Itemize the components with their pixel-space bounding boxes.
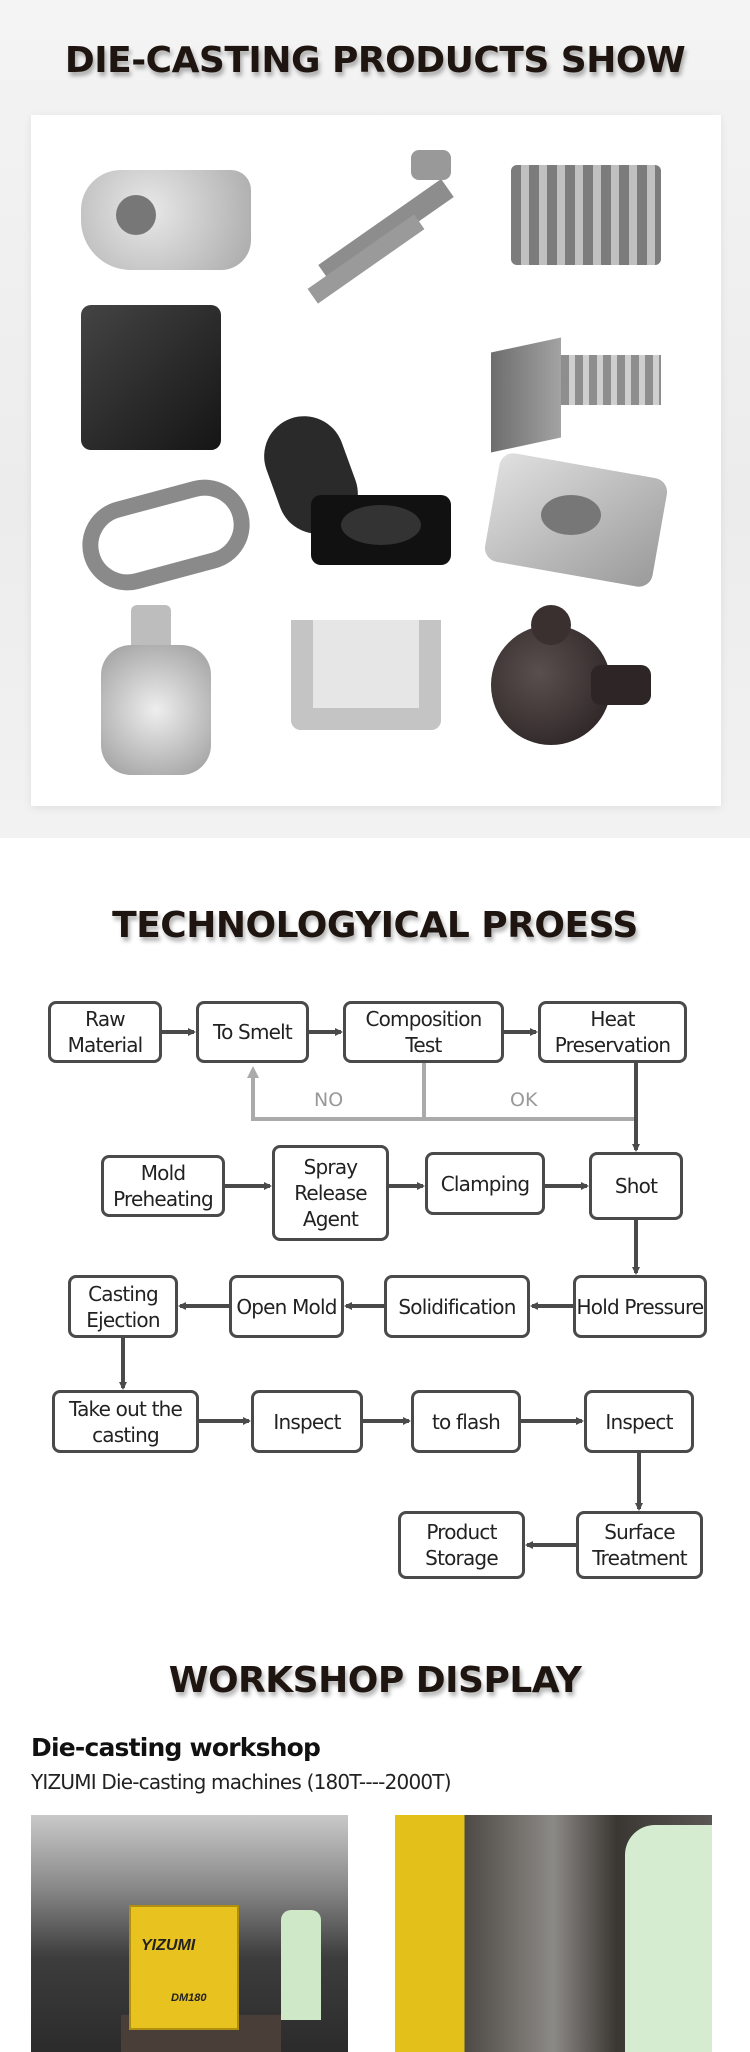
products-gallery	[31, 115, 721, 806]
product-image-black-enclosure	[61, 305, 251, 450]
product-image-engine-housing	[71, 155, 261, 295]
step-spray-release-agent: Spray Release Agent	[272, 1145, 389, 1241]
step-solidification: Solidification	[384, 1275, 530, 1338]
step-composition-test: Composition Test	[343, 1001, 504, 1063]
step-surface-treatment: Surface Treatment	[576, 1511, 703, 1579]
machine-brand-text: YIZUMI	[141, 1937, 196, 1954]
process-title: TECHNOLOGYICAL PROESS	[112, 905, 638, 946]
step-raw-material: Raw Material	[48, 1001, 162, 1063]
operator	[625, 1825, 712, 2052]
worker	[281, 1910, 321, 2020]
product-image-gearbox-housing	[481, 451, 671, 595]
workshop-title: WORKSHOP DISPLAY	[168, 1660, 582, 1701]
workshop-photo-machine: YIZUMI DM180	[31, 1815, 348, 2052]
machine-panel: YIZUMI DM180	[129, 1905, 239, 2030]
machine-model-text: DM180	[171, 1992, 207, 2004]
step-to-smelt: To Smelt	[196, 1001, 309, 1063]
step-shot: Shot	[589, 1152, 683, 1220]
product-image-pump-cover	[471, 605, 661, 745]
step-mold-preheating: Mold Preheating	[101, 1155, 225, 1217]
step-heat-preservation: Heat Preservation	[538, 1001, 687, 1063]
product-image-u-bracket	[281, 620, 471, 760]
step-hold-pressure: Hold Pressure	[573, 1275, 707, 1338]
step-clamping: Clamping	[425, 1152, 545, 1215]
step-inspect-2: Inspect	[584, 1390, 694, 1453]
product-image-shift-lever	[281, 140, 471, 304]
workshop-heading: Die-casting workshop	[31, 1733, 321, 1762]
step-take-out-casting: Take out the casting	[52, 1390, 199, 1453]
workshop-subtitle: YIZUMI Die-casting machines (180T----200…	[31, 1770, 452, 1794]
product-image-fuel-cap-hinge	[252, 404, 451, 565]
workshop-photo-operator	[395, 1815, 712, 2052]
step-inspect-1: Inspect	[251, 1390, 363, 1453]
step-product-storage: Product Storage	[398, 1511, 525, 1579]
step-open-mold: Open Mold	[229, 1275, 344, 1338]
flowchart-connectors	[119, 1028, 643, 1549]
product-image-water-pump	[81, 605, 271, 775]
product-image-heat-sink	[491, 145, 681, 285]
no-label: NO	[314, 1089, 344, 1111]
products-title: DIE-CASTING PRODUCTS SHOW	[64, 40, 686, 81]
step-to-flash: to flash	[411, 1390, 521, 1453]
step-casting-ejection: Casting Ejection	[68, 1275, 178, 1338]
product-image-bracket	[471, 315, 661, 455]
ok-label: OK	[510, 1089, 538, 1111]
